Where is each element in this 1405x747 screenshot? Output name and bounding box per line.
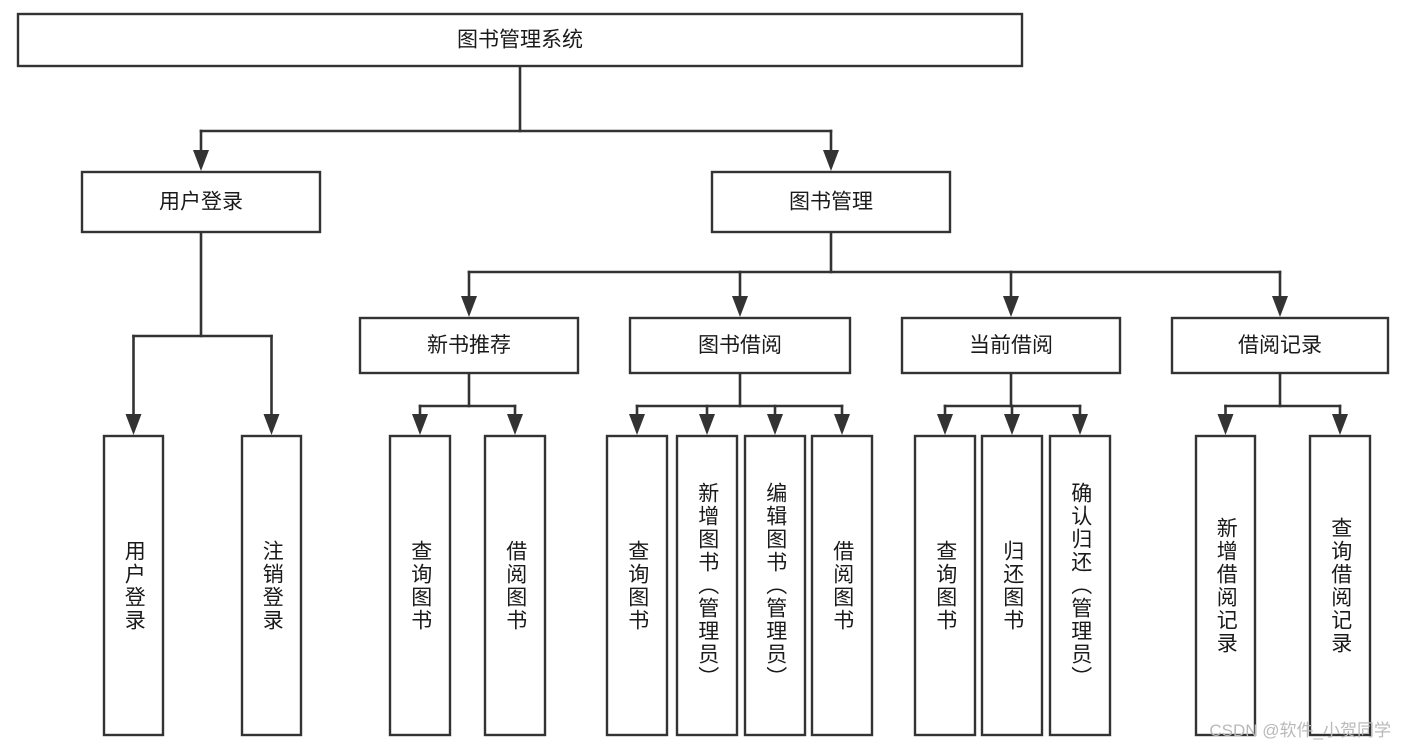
- node-label-borrow: 图书借阅: [698, 334, 782, 357]
- node-box-leaf-nb-query[interactable]: [388, 434, 452, 737]
- node-label-leaf-nb-borrow: 借阅图书: [503, 539, 527, 632]
- arrow-head-icon: [507, 414, 523, 435]
- arrow-head-icon: [125, 414, 142, 435]
- node-boxes-layer: [16, 12, 1390, 737]
- arrow-head-icon: [1004, 414, 1020, 435]
- node-box-leaf-bw-borrow[interactable]: [810, 434, 874, 737]
- node-label-leaf-rec-add: 新增借阅记录: [1214, 516, 1238, 655]
- arrow-head-icon: [629, 414, 645, 435]
- node-label-current: 当前借阅: [969, 334, 1053, 357]
- node-box-leaf-cur-query[interactable]: [913, 434, 977, 737]
- node-box-leaf-user-logout[interactable]: [240, 434, 303, 737]
- node-label-leaf-bw-edit: 编辑图书（管理员）: [763, 482, 787, 689]
- node-label-leaf-bw-borrow: 借阅图书: [830, 539, 854, 632]
- node-box-root[interactable]: [16, 12, 1024, 68]
- node-label-leaf-rec-query: 查询借阅记录: [1328, 516, 1352, 655]
- node-label-leaf-user-logout: 注销登录: [260, 539, 284, 632]
- node-label-record: 借阅记录: [1238, 334, 1322, 357]
- connector-edges-layer: [125, 64, 1348, 435]
- arrow-head-icon: [263, 414, 280, 435]
- node-label-leaf-bw-query: 查询图书: [625, 539, 649, 632]
- node-box-leaf-bw-query[interactable]: [605, 434, 669, 737]
- node-label-leaf-cur-confirm: 确认归还（管理员）: [1068, 482, 1092, 689]
- arrow-head-icon: [1217, 414, 1234, 435]
- node-box-leaf-rec-add[interactable]: [1194, 434, 1257, 737]
- node-box-leaf-nb-borrow[interactable]: [483, 434, 547, 737]
- node-label-leaf-nb-query: 查询图书: [408, 539, 432, 632]
- node-box-current[interactable]: [900, 316, 1122, 375]
- arrow-head-icon: [767, 414, 783, 435]
- node-label-bookmgmt: 图书管理: [789, 191, 873, 214]
- arrow-head-icon: [1072, 414, 1088, 435]
- arrow-head-icon: [823, 150, 839, 171]
- arrow-head-icon: [937, 414, 953, 435]
- node-box-record[interactable]: [1170, 316, 1390, 375]
- node-label-newbook: 新书推荐: [427, 334, 511, 357]
- node-label-login: 用户登录: [159, 191, 243, 214]
- node-box-leaf-rec-query[interactable]: [1308, 434, 1372, 737]
- node-box-login[interactable]: [80, 170, 322, 234]
- arrow-head-icon: [1272, 296, 1288, 317]
- node-box-leaf-bw-edit[interactable]: [743, 434, 807, 737]
- arrow-head-icon: [193, 150, 209, 171]
- node-box-leaf-user-login[interactable]: [102, 434, 165, 737]
- arrow-head-icon: [1332, 414, 1348, 435]
- node-label-root: 图书管理系统: [457, 29, 583, 52]
- node-label-leaf-cur-query: 查询图书: [933, 539, 957, 632]
- node-label-leaf-cur-return: 归还图书: [1000, 539, 1024, 632]
- node-box-newbook[interactable]: [358, 316, 580, 375]
- node-label-leaf-bw-add: 新增图书（管理员）: [695, 482, 719, 689]
- arrow-head-icon: [412, 414, 428, 435]
- watermark-text: CSDN @软件_小贺同学: [1209, 721, 1391, 740]
- arrow-head-icon: [732, 296, 748, 317]
- node-label-leaf-user-login: 用户登录: [122, 539, 146, 632]
- node-box-leaf-cur-return[interactable]: [980, 434, 1044, 737]
- arrow-head-icon: [834, 414, 850, 435]
- arrow-head-icon: [699, 414, 715, 435]
- node-box-borrow[interactable]: [628, 316, 852, 375]
- node-box-leaf-cur-confirm[interactable]: [1048, 434, 1112, 737]
- node-box-bookmgmt[interactable]: [710, 170, 952, 234]
- node-box-leaf-bw-add[interactable]: [675, 434, 739, 737]
- arrow-head-icon: [1003, 296, 1019, 317]
- arrow-head-icon: [461, 296, 477, 317]
